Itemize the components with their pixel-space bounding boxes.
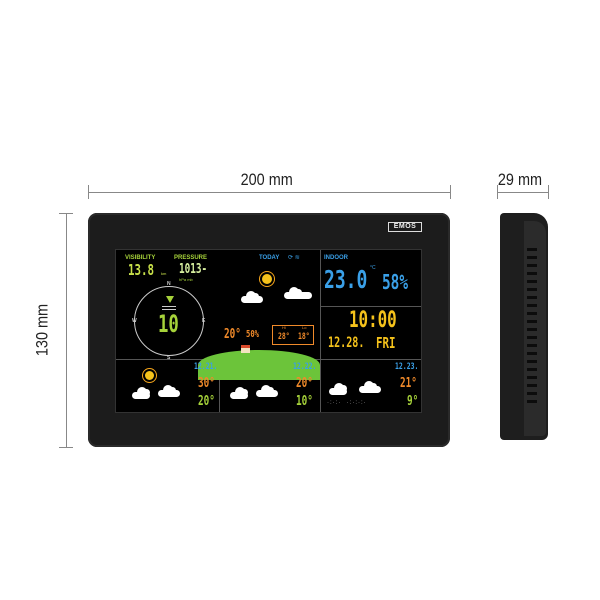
today-label: TODAY	[259, 255, 280, 261]
width-label: 200 mm	[240, 170, 293, 189]
forecast-lo: 9°	[407, 394, 419, 409]
display-screen: VISIBILITY 13.8 km PRESSURE 1013- hPa mb…	[115, 249, 422, 413]
cloud-icon	[230, 387, 248, 399]
divider	[320, 306, 421, 307]
divider	[320, 250, 321, 412]
forecast-date: 12.21.	[194, 362, 218, 372]
today-hi: 28°	[278, 332, 290, 342]
weather-station-side	[500, 213, 548, 440]
sun-icon	[145, 371, 154, 380]
vent-slots	[527, 243, 537, 403]
depth-tick-left	[497, 185, 498, 199]
hill-scene	[198, 350, 320, 380]
divider	[219, 359, 220, 412]
forecast-lo: 20°	[198, 394, 215, 409]
cloud-icon	[132, 387, 150, 399]
height-tick-bottom	[59, 447, 73, 448]
height-label: 130 mm	[32, 303, 52, 357]
cloud-icon	[256, 385, 278, 397]
cloud-icon	[284, 287, 312, 299]
forecast-day-3: ·:·:· ·:·:·:· 12.23. 21° 9°	[321, 360, 421, 412]
width-tick-right	[450, 185, 451, 199]
compass-s: S	[167, 355, 171, 361]
lo-label: Lo	[302, 325, 307, 330]
depth-label: 29 mm	[497, 170, 543, 189]
today-humidity: 50%	[246, 329, 260, 340]
height-tick-top	[59, 213, 73, 214]
indoor-humidity: 58%	[382, 270, 409, 294]
today-hi-lo-box	[272, 325, 314, 345]
visibility-value: 13.8	[128, 261, 155, 279]
cloud-icon	[329, 383, 347, 395]
hi-label: Hi	[282, 325, 286, 330]
forecast-date: 12.22.	[293, 362, 317, 372]
forecast-hi: 20°	[296, 376, 313, 391]
forecast-lo: 10°	[296, 394, 313, 409]
depth-tick-right	[548, 185, 549, 199]
wind-compass	[134, 286, 204, 356]
today-temp: 20°	[224, 327, 241, 342]
rain-icon: ·:·:· ·:·:·:·	[327, 400, 367, 406]
compass-w: W	[132, 318, 137, 324]
forecast-date: 12.23.	[395, 362, 419, 372]
sun-icon	[262, 274, 272, 284]
clock-time: 10:00	[349, 308, 397, 333]
brand-logo: EMOS	[388, 222, 422, 232]
pressure-value: 1013-	[179, 262, 208, 277]
indoor-temp: 23.0	[324, 265, 368, 294]
visibility-unit: km	[161, 271, 167, 276]
width-dimension-line	[88, 192, 450, 193]
clock-date: 12.28.	[328, 335, 365, 351]
house-icon	[241, 345, 250, 353]
visibility-label: VISIBILITY	[125, 255, 156, 261]
indoor-temp-unit: °C	[370, 265, 376, 271]
wifi-icon: ⟳ ≋	[288, 255, 300, 261]
height-dimension-line	[66, 213, 67, 447]
clock-day: FRI	[376, 334, 396, 352]
forecast-hi: 21°	[400, 376, 417, 391]
pressure-unit: hPa mb	[179, 277, 193, 282]
indoor-label: INDOOR	[324, 255, 348, 261]
pressure-label: PRESSURE	[174, 255, 208, 261]
compass-n: N	[167, 281, 171, 287]
forecast-day-2: 12.22. 20° 10°	[220, 360, 320, 412]
wind-direction-arrow-icon	[166, 296, 174, 303]
today-lo: 18°	[298, 332, 310, 342]
cloud-icon	[359, 381, 381, 393]
cloud-icon	[241, 291, 263, 303]
wind-speed: 10	[158, 310, 179, 338]
compass-e: E	[202, 318, 206, 324]
wind-icon	[162, 306, 176, 310]
forecast-hi: 30°	[198, 376, 215, 391]
width-tick-left	[88, 185, 89, 199]
depth-dimension-line	[497, 192, 548, 193]
cloud-icon	[158, 385, 180, 397]
forecast-day-1: 12.21. 30° 20°	[116, 360, 219, 412]
